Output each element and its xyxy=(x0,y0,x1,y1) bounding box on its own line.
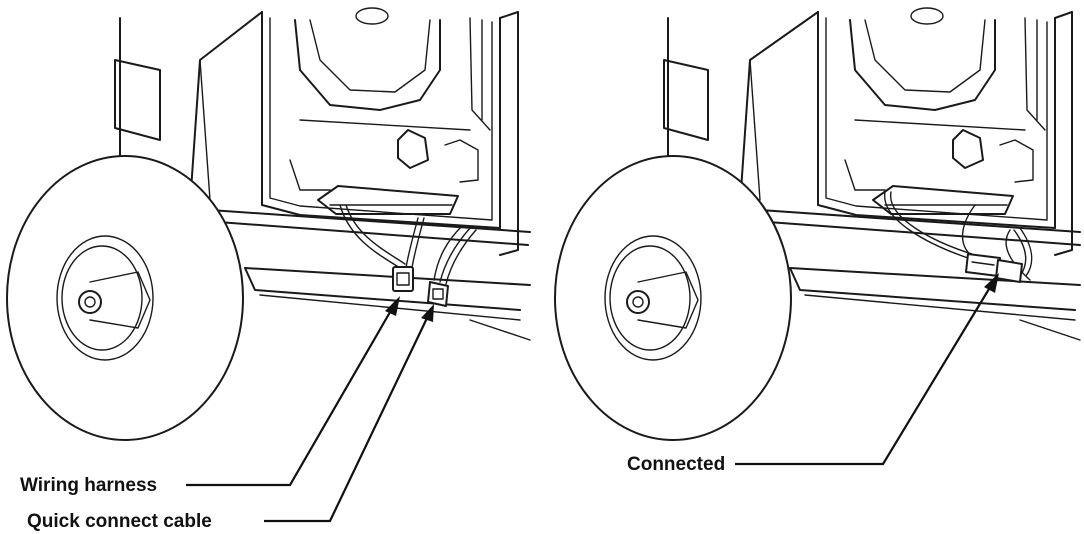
compartment-right xyxy=(817,7,1073,256)
machine-body-left xyxy=(114,11,531,341)
machine-body-right xyxy=(663,11,1081,341)
wheel-left xyxy=(6,155,244,441)
panel-before: Wiring harness Quick connect cable xyxy=(6,7,531,532)
label-quick-connect-cable: Quick connect cable xyxy=(27,511,212,532)
callout-wiring-harness: Wiring harness xyxy=(20,296,400,496)
wires-right xyxy=(884,191,1033,283)
wheel-right xyxy=(554,155,792,441)
connected-plug xyxy=(965,253,1023,283)
label-wiring-harness: Wiring harness xyxy=(20,475,157,496)
callout-connected: Connected xyxy=(627,273,999,475)
callout-quick-connect-cable: Quick connect cable xyxy=(27,304,434,532)
quick-connect-plug xyxy=(427,281,449,307)
panel-after: Connected xyxy=(554,7,1081,475)
wires-left xyxy=(339,204,477,307)
harness-connector xyxy=(392,266,414,292)
label-connected: Connected xyxy=(627,454,725,475)
compartment-left xyxy=(261,7,519,256)
